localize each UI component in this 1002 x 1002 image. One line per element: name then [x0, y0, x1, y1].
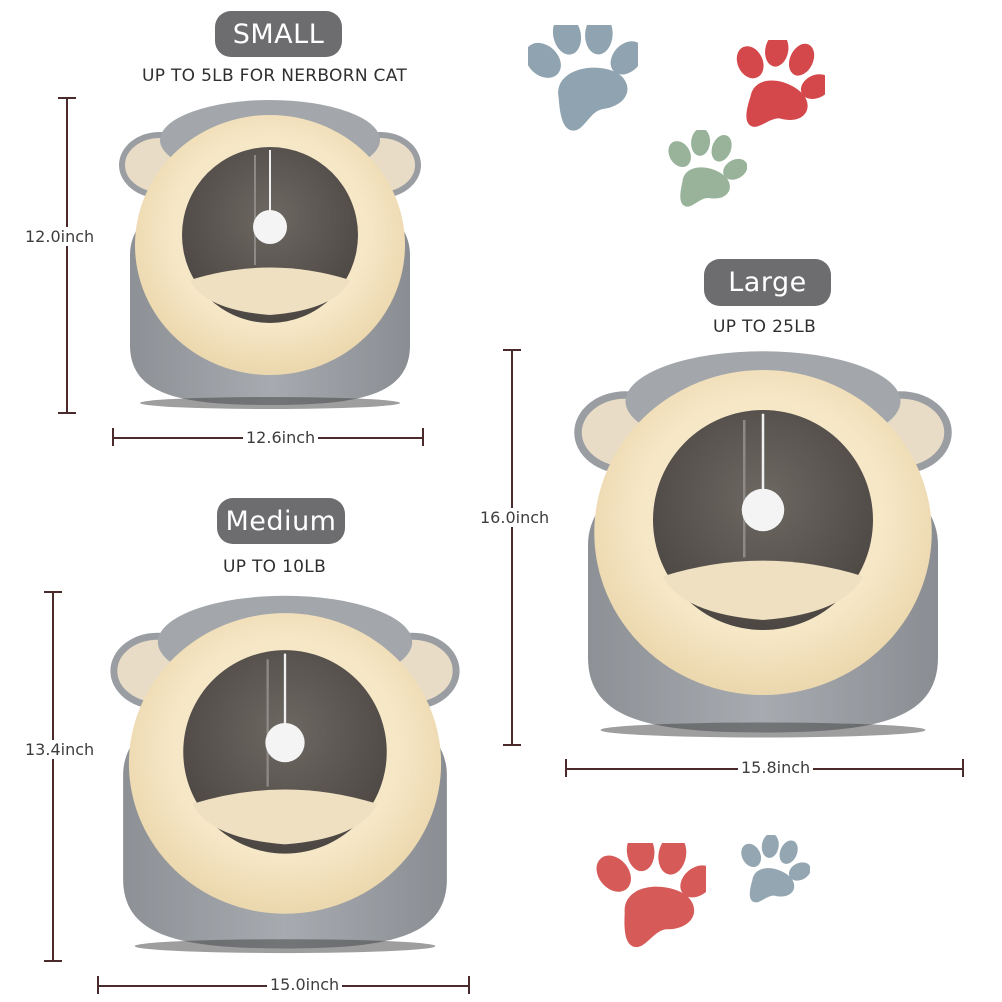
small-width-label: 12.6inch [243, 428, 319, 447]
small-bed-image [110, 95, 430, 415]
paw-print-green-icon [658, 130, 747, 212]
paw-print-red-icon [725, 40, 825, 140]
size-badge-medium-label: Medium [225, 505, 337, 537]
medium-bed-image [100, 590, 470, 960]
large-height-label: 16.0inch [477, 508, 553, 527]
medium-height-label: 13.4inch [22, 740, 98, 759]
small-capacity: UP TO 5LB FOR NERBORN CAT [142, 66, 408, 86]
size-badge-medium: Medium [217, 498, 345, 544]
large-width-label: 15.8inch [738, 758, 814, 777]
size-badge-small-label: SMALL [232, 18, 325, 50]
paw-print-red-icon [596, 843, 706, 951]
size-badge-large-label: Large [728, 267, 807, 298]
paw-print-blue-icon [528, 25, 638, 135]
medium-width-label: 15.0inch [267, 975, 343, 994]
small-height-label: 12.0inch [22, 227, 98, 246]
medium-capacity: UP TO 10LB [223, 557, 327, 577]
size-badge-small: SMALL [215, 11, 342, 57]
large-capacity: UP TO 25LB [713, 317, 817, 337]
size-badge-large: Large [704, 259, 831, 306]
large-bed-image [563, 345, 963, 745]
paw-print-blue-icon [730, 835, 810, 910]
